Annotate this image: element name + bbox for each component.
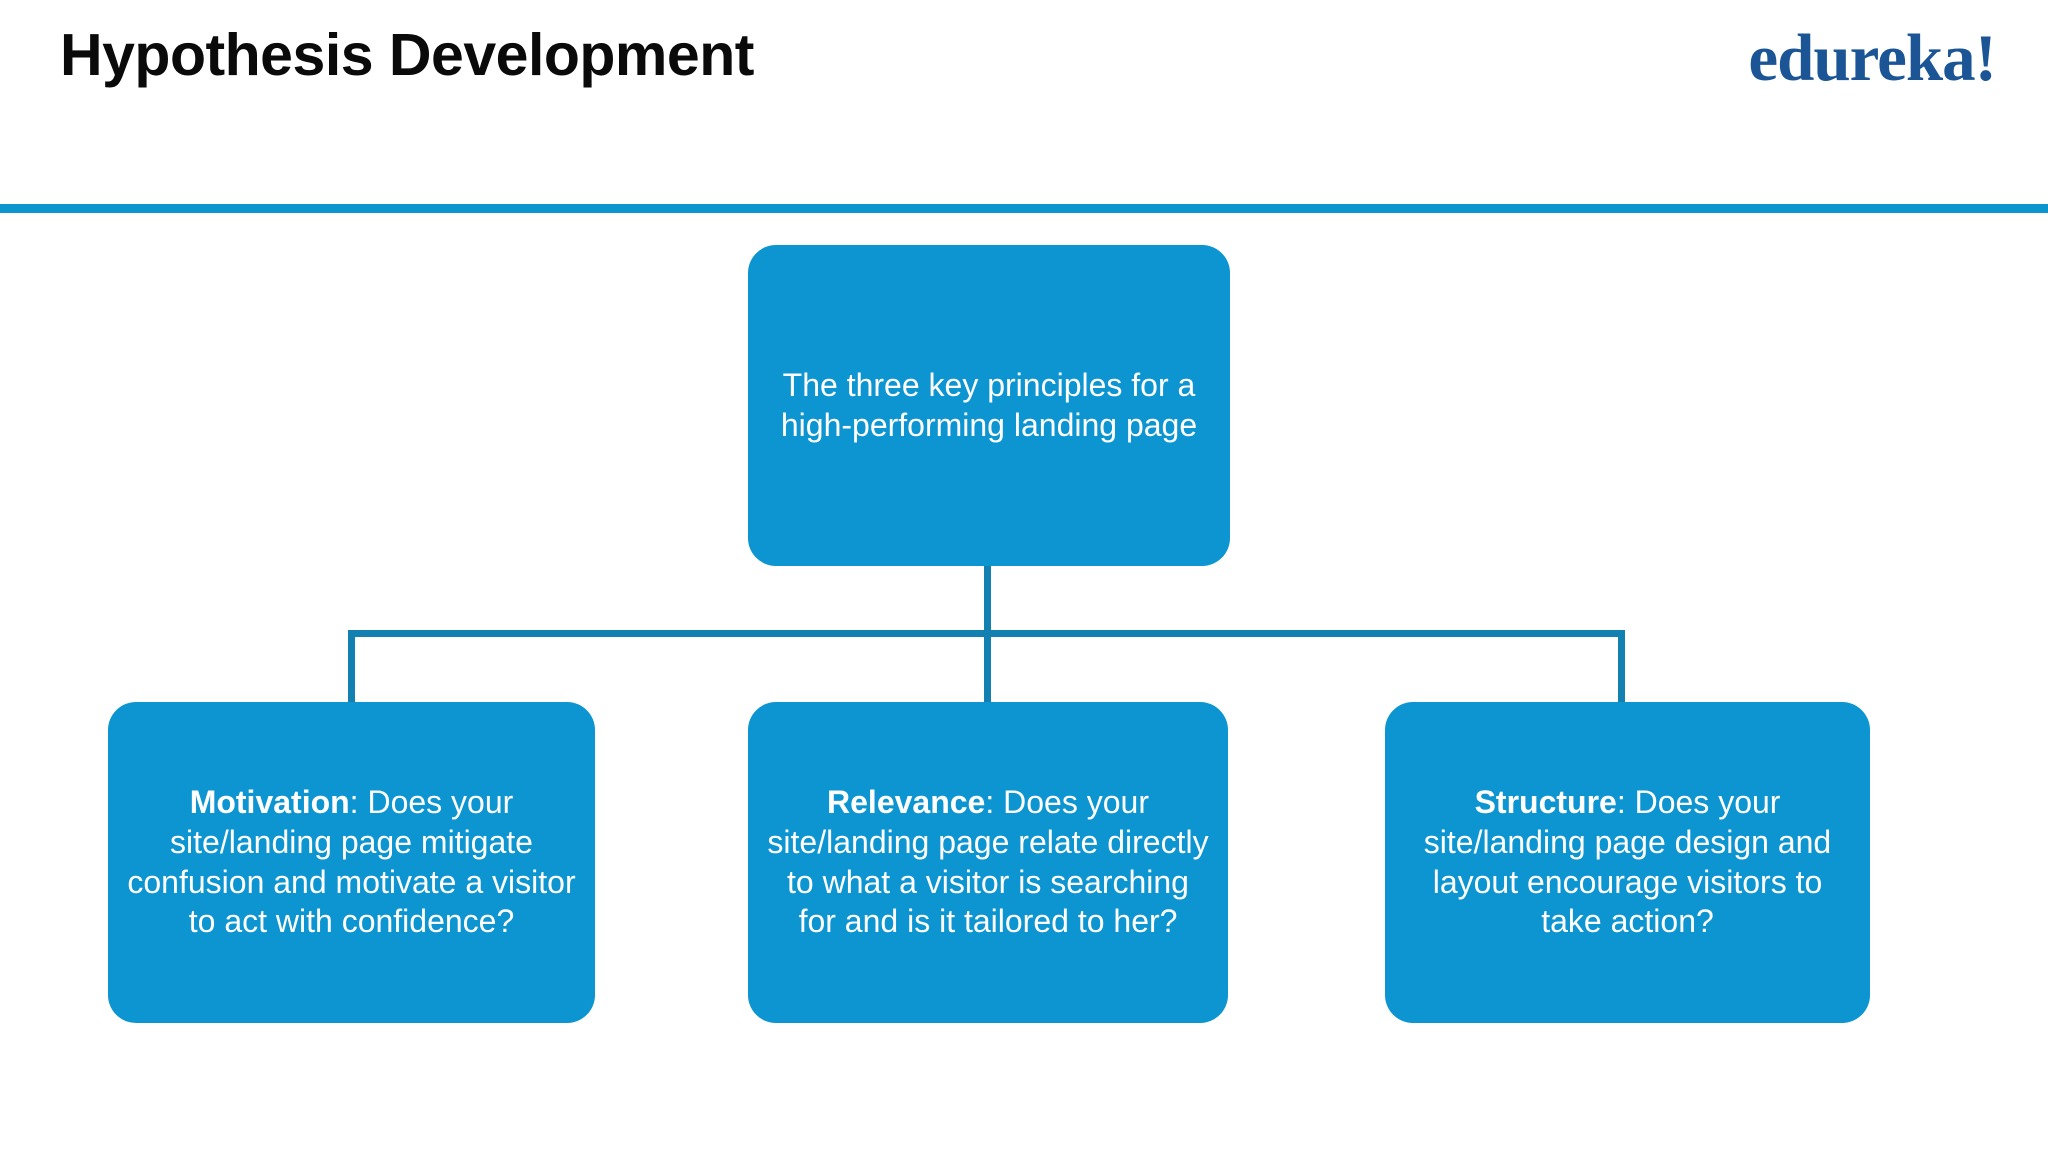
page-title: Hypothesis Development xyxy=(60,22,754,88)
node-relevance: Relevance: Does your site/landing page r… xyxy=(748,702,1228,1023)
node-relevance-lead: Relevance xyxy=(827,784,986,821)
node-relevance-text: Relevance: Does your site/landing page r… xyxy=(766,783,1210,942)
node-motivation-text: Motivation: Does your site/landing page … xyxy=(126,783,577,942)
node-root-principles: The three key principles for a high-perf… xyxy=(748,245,1230,566)
connector-drop-structure xyxy=(1618,630,1625,705)
node-structure-separator: : xyxy=(1616,784,1635,821)
node-structure-body: Does your site/landing page design and l… xyxy=(1423,784,1832,940)
node-root-text: The three key principles for a high-perf… xyxy=(780,366,1198,443)
node-motivation-body: Does your site/landing page mitigate con… xyxy=(127,784,576,940)
connector-root-stem xyxy=(984,566,991,637)
node-motivation-lead: Motivation xyxy=(189,784,350,821)
node-motivation: Motivation: Does your site/landing page … xyxy=(108,702,595,1023)
node-relevance-body: Does your site/landing page relate direc… xyxy=(767,784,1209,940)
header-divider xyxy=(0,204,2048,213)
node-structure-text: Structure: Does your site/landing page d… xyxy=(1403,783,1852,942)
connector-drop-motivation xyxy=(348,630,355,705)
node-structure-lead: Structure xyxy=(1474,784,1617,821)
node-structure: Structure: Does your site/landing page d… xyxy=(1385,702,1870,1023)
node-motivation-separator: : xyxy=(349,784,368,821)
node-relevance-separator: : xyxy=(985,784,1004,821)
connector-drop-relevance xyxy=(984,630,991,705)
edureka-logo: edureka! xyxy=(1748,21,1997,95)
